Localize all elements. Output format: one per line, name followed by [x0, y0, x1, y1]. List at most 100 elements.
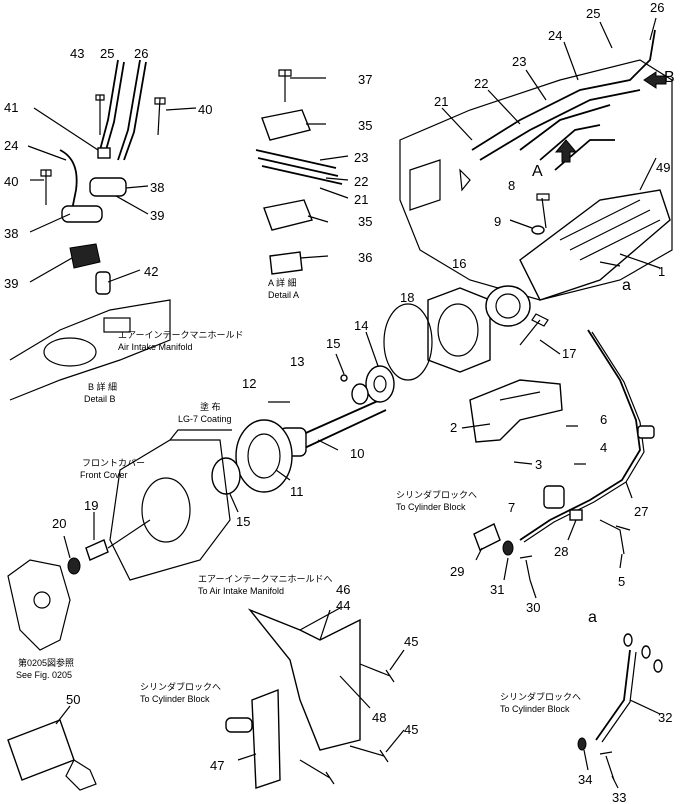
callout: 36 [358, 250, 372, 265]
callout: 47 [210, 758, 224, 773]
callout: 35 [358, 118, 372, 133]
to-cylinder-block-caption-3: To Cylinder Block [500, 704, 570, 714]
callout: 17 [562, 346, 576, 361]
bolt-8 [536, 193, 550, 229]
washer-9 [531, 225, 545, 235]
bracket-47 [251, 688, 281, 789]
callout-labels: 1 2 3 4 5 6 7 8 9 10 11 12 13 14 15 15 1… [4, 0, 672, 804]
callout: 45 [404, 722, 418, 737]
callout: 38 [4, 226, 18, 241]
air-intake-manifold-caption: Air Intake Manifold [118, 342, 193, 352]
bolt-45-upper [359, 663, 395, 683]
pipe-25 [99, 59, 119, 151]
to-cylinder-block-caption-jp-2: シリンダブロックへ [140, 681, 221, 692]
callout: 15 [326, 336, 340, 351]
detail-b-caption-jp: B 詳 細 [88, 381, 117, 392]
callout: 10 [350, 446, 364, 461]
captions: A 詳 細 Detail A B 詳 細 Detail B エアーインテークマニ… [16, 277, 581, 714]
callout: 29 [450, 564, 464, 579]
to-cylinder-block-caption-jp-3: シリンダブロックへ [500, 691, 581, 702]
callout: 11 [290, 484, 304, 499]
to-cylinder-block-caption-1: To Cylinder Block [396, 502, 466, 512]
to-air-intake-manifold-caption: To Air Intake Manifold [198, 586, 284, 596]
bolt-40-right [154, 97, 166, 136]
callout: 49 [656, 160, 670, 175]
callout: 26 [134, 46, 148, 61]
bearing-15-upper [365, 365, 395, 403]
callout: 18 [400, 290, 414, 305]
see-fig-caption-jp: 第0205図参照 [18, 657, 74, 668]
coupling [485, 285, 531, 327]
callout: 22 [474, 76, 488, 91]
callout: 42 [144, 264, 158, 279]
callout: 5 [618, 574, 625, 589]
callout: 9 [494, 214, 501, 229]
callout: 41 [4, 100, 18, 115]
callout: 12 [242, 376, 256, 391]
callout: 50 [66, 692, 80, 707]
callout: 4 [600, 440, 607, 455]
front-cover-caption-jp: フロントカバー [82, 458, 145, 468]
callout: 2 [450, 420, 457, 435]
key-14 [351, 383, 369, 405]
gear-11 [235, 419, 293, 493]
pipe-27 [519, 329, 641, 541]
callout: 35 [358, 214, 372, 229]
callout: 34 [578, 772, 592, 787]
detail-a-caption-jp: A 詳 細 [268, 277, 297, 288]
callout: 6 [600, 412, 607, 427]
callout: 25 [100, 46, 114, 61]
callout: 38 [150, 180, 164, 195]
callout: 37 [358, 72, 372, 87]
spacer-42 [95, 271, 111, 295]
fitting-29 [473, 523, 501, 551]
callout: 33 [612, 790, 626, 804]
callout: 28 [554, 544, 568, 559]
callout: 31 [490, 582, 504, 597]
bolt-5 [599, 519, 631, 555]
coating-caption-jp: 塗 布 [200, 401, 221, 412]
callout: 27 [634, 504, 648, 519]
callout: 8 [508, 178, 515, 193]
callout: 3 [535, 457, 542, 472]
callout: 45 [404, 634, 418, 649]
air-intake-manifold-caption-jp: エアーインテークマニホールド [118, 330, 243, 340]
detail-a-assembly [255, 69, 349, 275]
callout: 13 [290, 354, 304, 369]
callout: 26 [650, 0, 664, 15]
callout: 46 [336, 582, 350, 597]
clamp-38-lower [61, 205, 103, 223]
pipe-24 [59, 149, 78, 211]
coating-caption: LG-7 Coating [178, 414, 232, 424]
bearing-15-lower [211, 457, 241, 495]
pipe-32-group [577, 633, 663, 789]
lube-pipe-group [473, 329, 655, 599]
to-air-intake-manifold-caption-jp: エアーインテークマニホールドへ [198, 574, 332, 584]
tool-body [7, 719, 75, 781]
to-cylinder-block-caption-2: To Cylinder Block [140, 694, 210, 704]
washer-31 [502, 540, 514, 556]
callout: 20 [52, 516, 66, 531]
clip-28 [569, 509, 583, 521]
injection-pipe-24 [519, 104, 611, 151]
detail-b-assembly [9, 59, 197, 401]
washer-34 [577, 737, 587, 751]
bolts-4-6 [566, 425, 586, 465]
marker-view-b: B [664, 69, 675, 86]
callout: 24 [4, 138, 18, 153]
callout: 1 [658, 264, 665, 279]
marker-a-pipe: a [588, 609, 597, 626]
callout: 21 [434, 94, 448, 109]
callout: 7 [508, 500, 515, 515]
washer-20 [67, 557, 81, 575]
tool-50 [7, 705, 97, 791]
callout: 16 [452, 256, 466, 271]
pipes-21-23 [255, 149, 343, 185]
detail-a-caption: Detail A [268, 290, 299, 300]
callout: 40 [198, 102, 212, 117]
callout: 19 [84, 498, 98, 513]
callout: 23 [354, 150, 368, 165]
pipe-32 [595, 649, 631, 741]
clamp-35-lower [263, 199, 313, 231]
